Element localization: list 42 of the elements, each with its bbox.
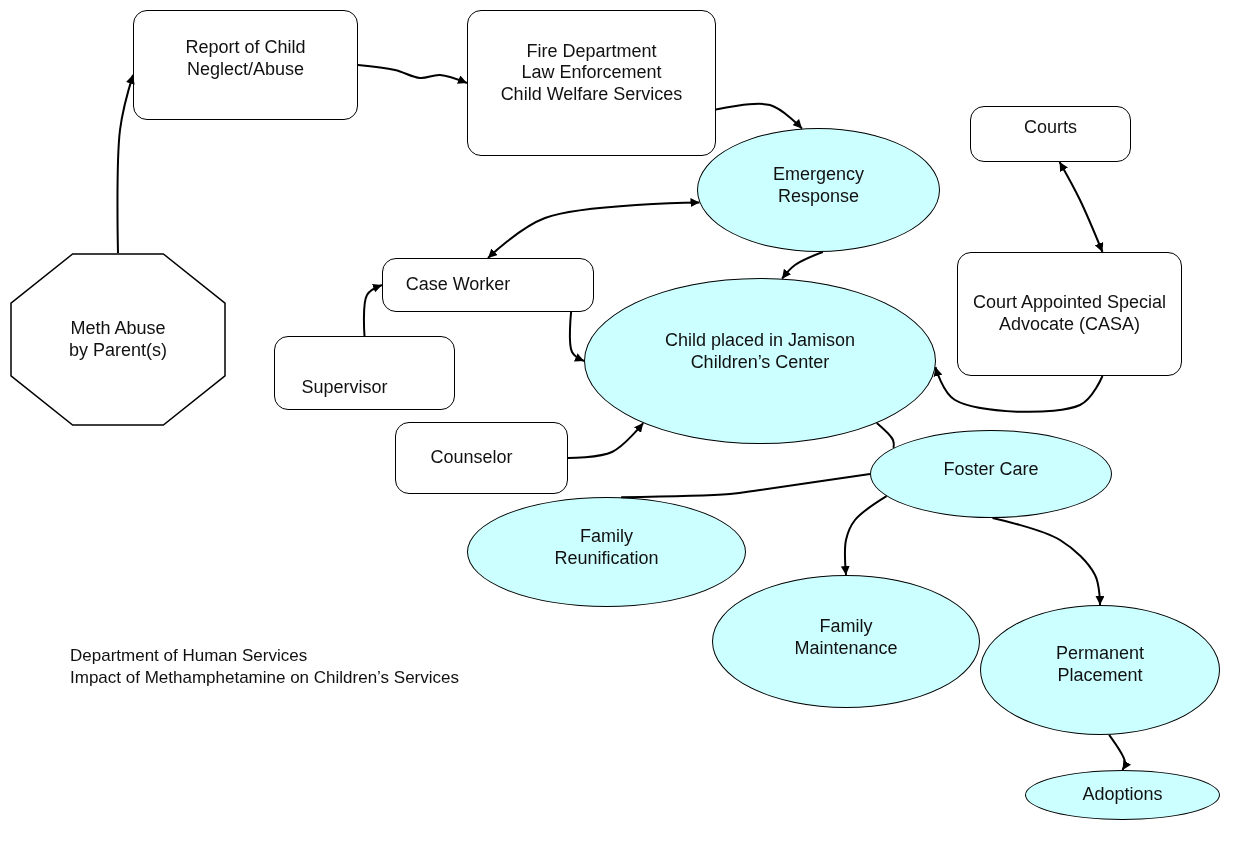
arrow: [568, 311, 585, 362]
node-label: Child Welfare Services: [500, 83, 683, 106]
rounded-box: [467, 10, 716, 156]
node-label: Fire Department: [526, 40, 657, 63]
arrow: [840, 495, 888, 576]
arrow: [567, 422, 645, 459]
rounded-box: [395, 422, 568, 494]
node-label: Law Enforcement: [521, 62, 662, 84]
node-label: Adoptions: [1082, 784, 1163, 806]
arrow: [116, 73, 135, 254]
node-label: Permanent Placement: [1054, 643, 1146, 687]
arrow: [487, 198, 701, 259]
rounded-box: [382, 258, 594, 312]
arrow: [715, 102, 804, 130]
node-label: Child placed in Jamison Children’s Center: [663, 330, 857, 374]
node-label: Courts: [1024, 117, 1077, 139]
node-label: Foster Care: [943, 459, 1039, 481]
node-label: Report of Child Neglect/Abuse: [184, 37, 307, 81]
footer-note: Department of Human Services: [70, 646, 308, 666]
footer-note: Impact of Methamphetamine on Children’s Services: [70, 668, 459, 688]
rounded-box: [274, 336, 455, 410]
node-label: Supervisor: [301, 377, 388, 399]
node-label: Counselor: [430, 447, 513, 469]
arrow: [1108, 733, 1131, 771]
node-label: Court Appointed Special Advocate (CASA): [971, 292, 1168, 336]
rounded-box: [957, 252, 1182, 376]
arrow: [362, 284, 383, 337]
connector-line: [620, 473, 871, 499]
arrow: [357, 64, 468, 84]
node-label: Family Maintenance: [793, 615, 899, 660]
arrow: [1058, 161, 1104, 253]
node-label: Emergency Response: [771, 164, 865, 208]
rounded-box: [133, 10, 358, 120]
connector-line: [875, 422, 895, 449]
arrow: [991, 517, 1105, 606]
octagon-shape: [10, 253, 226, 426]
node-label: Family Reunification: [553, 526, 660, 570]
arrow: [781, 250, 824, 280]
node-label: Case Worker: [405, 274, 511, 296]
node-label: Meth Abuse by Parent(s): [68, 317, 168, 362]
arrow: [933, 366, 1104, 413]
rounded-box: [970, 106, 1131, 162]
